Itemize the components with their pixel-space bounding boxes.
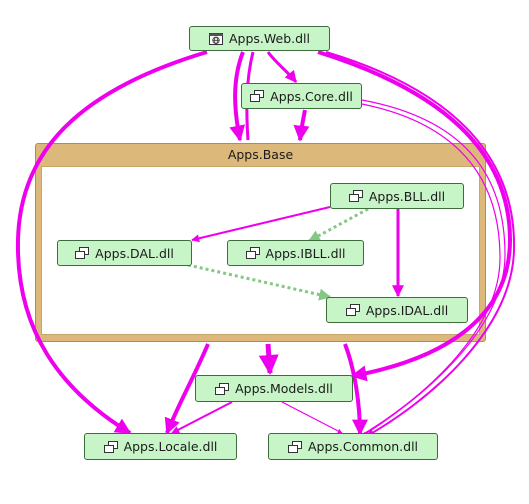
- assembly-icon: [250, 90, 265, 102]
- edge-core-to-group: [293, 109, 310, 142]
- edge-core-to-common: [361, 99, 506, 437]
- node-apps-idal[interactable]: Apps.IDAL.dll: [326, 297, 468, 323]
- node-apps-core[interactable]: Apps.Core.dll: [241, 83, 362, 109]
- edge-models-to-locale: [171, 401, 233, 434]
- edge-web-to-group: [229, 51, 246, 142]
- edge-web-to-locale: [15, 50, 208, 435]
- node-label: Apps.IBLL.dll: [265, 245, 346, 261]
- node-label: Apps.DAL.dll: [95, 245, 174, 261]
- assembly-icon: [245, 247, 260, 259]
- node-apps-models[interactable]: Apps.Models.dll: [195, 375, 353, 402]
- edge-web-to-core: [266, 51, 298, 83]
- assembly-icon: [345, 304, 360, 316]
- node-label: Apps.Web.dll: [228, 31, 310, 46]
- edge-dal-to-idal: [187, 263, 332, 301]
- assembly-icon: [103, 440, 118, 453]
- assembly-icon: [215, 382, 230, 395]
- edge-bll-to-dal: [191, 206, 331, 243]
- node-apps-bll[interactable]: Apps.BLL.dll: [330, 183, 464, 209]
- edge-group-to-common: [343, 343, 368, 436]
- node-apps-dal[interactable]: Apps.DAL.dll: [57, 240, 192, 266]
- edge-web-to-models: [317, 50, 513, 382]
- node-label: Apps.BLL.dll: [368, 188, 446, 204]
- node-apps-locale[interactable]: Apps.Locale.dll: [84, 433, 237, 460]
- edge-bll-to-ibll: [307, 207, 369, 243]
- edge-group-to-locale: [164, 343, 210, 435]
- edge-group-to-models: [258, 343, 279, 375]
- edge-web-to-common: [325, 51, 516, 437]
- node-apps-ibll[interactable]: Apps.IBLL.dll: [227, 240, 364, 266]
- assembly-icon: [75, 247, 90, 259]
- globe-icon: [208, 32, 223, 45]
- node-label: Apps.Core.dll: [270, 88, 353, 104]
- node-label: Apps.IDAL.dll: [365, 302, 449, 318]
- assembly-icon: [348, 190, 363, 202]
- group-title: Apps.Base: [227, 147, 294, 162]
- edge-core-to-common-b: [359, 103, 501, 437]
- assembly-icon: [287, 440, 302, 453]
- edge-models-to-common: [281, 401, 343, 434]
- node-label: Apps.Locale.dll: [123, 439, 218, 454]
- node-apps-common[interactable]: Apps.Common.dll: [268, 433, 438, 460]
- node-apps-web[interactable]: Apps.Web.dll: [189, 26, 330, 51]
- node-label: Apps.Common.dll: [307, 439, 419, 454]
- node-label: Apps.Models.dll: [235, 381, 333, 396]
